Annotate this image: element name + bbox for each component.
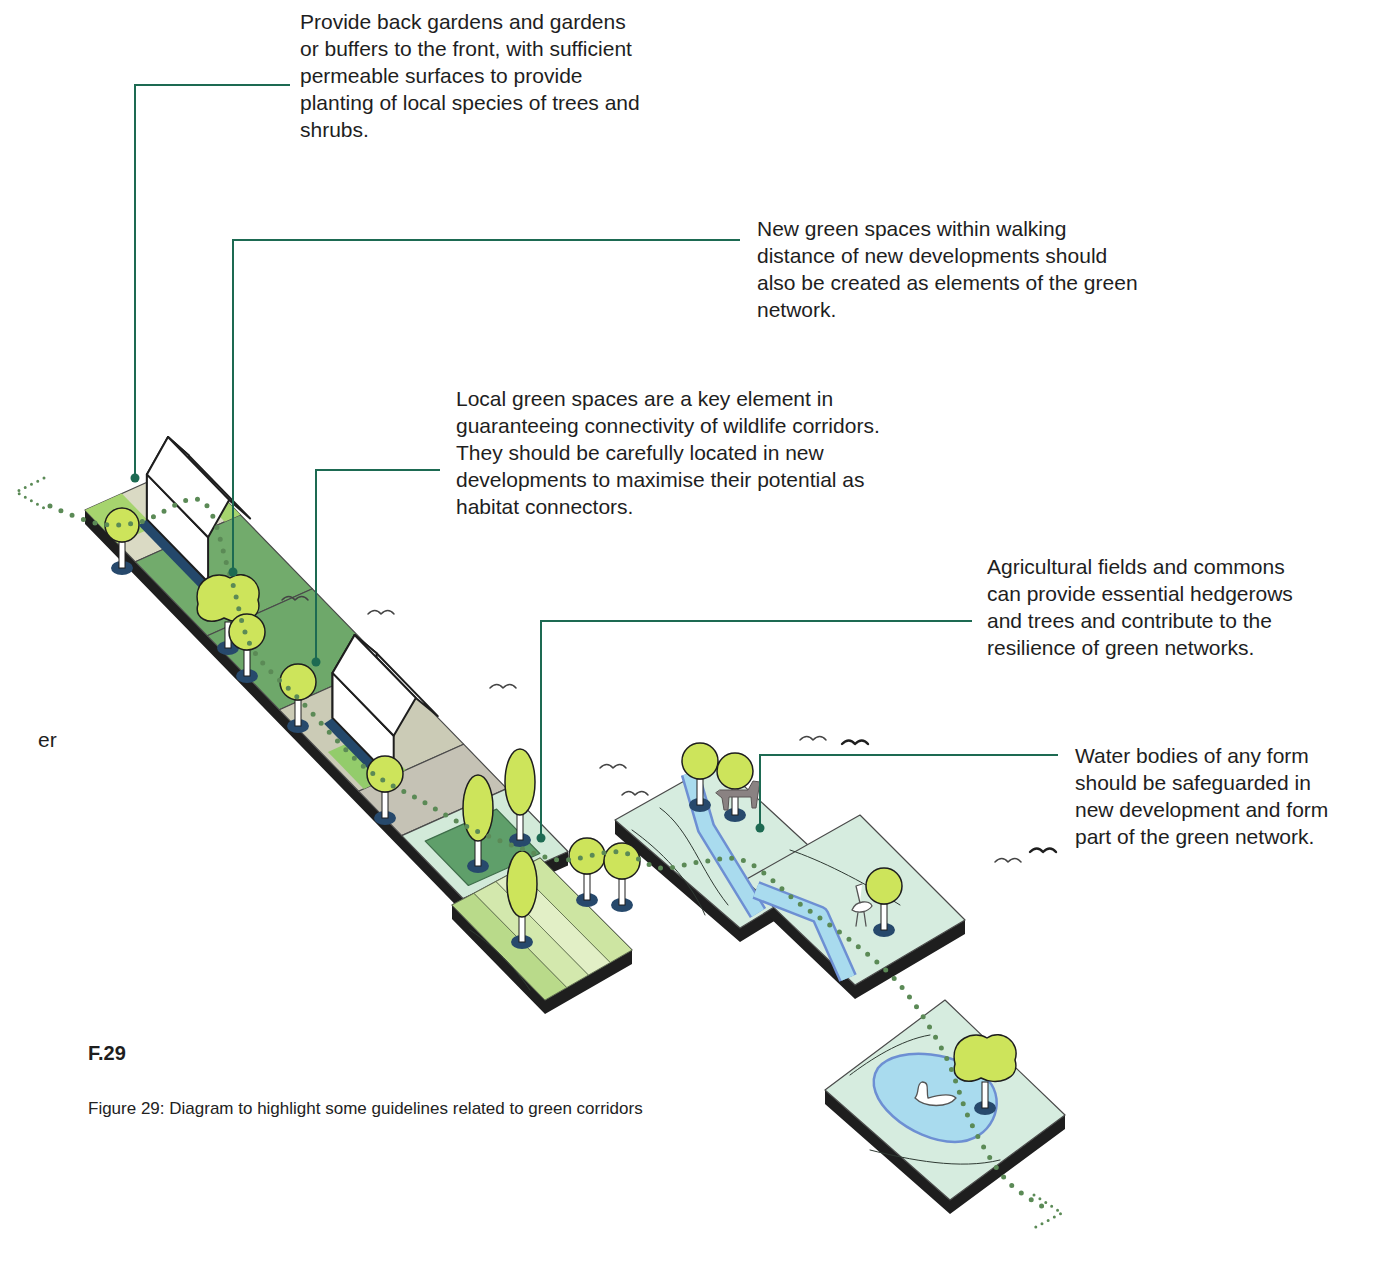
tree-trunk: [517, 814, 523, 840]
tree-canopy: [507, 851, 537, 917]
tree-canopy: [866, 868, 902, 904]
ground-layer: [85, 463, 1065, 1200]
meadow-tile: [825, 1000, 1065, 1200]
tree-trunk: [619, 879, 625, 905]
tree-trunk: [982, 1082, 988, 1108]
tree-trunk: [119, 542, 125, 568]
leader-dot: [229, 568, 238, 577]
bird-mark: [490, 685, 516, 689]
leader-line: [760, 755, 1058, 828]
leader-layer: [131, 85, 1059, 843]
callout-text: Water bodies of any form should be safeg…: [1075, 742, 1355, 850]
callout-text: Provide back gardens and gardens or buff…: [300, 8, 650, 143]
heron-figure: [852, 884, 872, 926]
leader-dot: [537, 834, 546, 843]
house-roof: [147, 437, 229, 537]
garden-patch: [85, 494, 154, 544]
tree-canopy: [505, 749, 535, 815]
bird-mark: [282, 597, 308, 601]
contour-line: [632, 830, 705, 915]
bird-mark: [600, 765, 626, 769]
bird-mark: [800, 737, 826, 741]
corridor-arrow: [1034, 1195, 1062, 1228]
tree-trunk: [475, 840, 481, 866]
tree-canopy: [682, 743, 718, 779]
bird-mark: [368, 611, 394, 615]
object-layer: [16, 437, 1062, 1228]
tile-shadow: [85, 510, 568, 913]
meadow-tile: [745, 815, 965, 985]
figure-number: F.29: [88, 1040, 126, 1067]
fragment-text: er: [38, 726, 57, 753]
tree-trunk: [244, 650, 250, 676]
tree-trunk: [295, 700, 301, 726]
tree-trunk: [519, 916, 525, 942]
corridor-path: [50, 499, 1045, 1208]
shadow-layer: [85, 510, 1065, 1214]
corridor-arrow: [16, 478, 44, 508]
leader-dot: [312, 658, 321, 667]
bird-mark: [842, 741, 868, 745]
tree-canopy: [604, 843, 640, 879]
bush-canopy: [954, 1035, 1016, 1082]
bird-mark: [622, 792, 648, 796]
tree-canopy: [717, 753, 753, 789]
field-tile: [452, 858, 632, 1000]
swan-figure: [915, 1082, 956, 1106]
callout-text: Agricultural fields and commons can prov…: [987, 553, 1305, 661]
callout-text: Local green spaces are a key element in …: [456, 385, 891, 520]
figure-caption: Figure 29: Diagram to highlight some gui…: [88, 1098, 643, 1119]
callout-text: New green spaces within walking distance…: [757, 215, 1142, 323]
tree-trunk: [382, 792, 388, 818]
leader-line: [316, 470, 440, 662]
house-roof: [333, 635, 416, 736]
leader-dot: [756, 824, 765, 833]
tree-trunk: [697, 779, 703, 805]
bird-mark: [995, 859, 1021, 863]
tree-canopy: [105, 508, 139, 542]
leader-line: [541, 621, 972, 838]
bird-mark: [1030, 849, 1056, 853]
leader-dot: [131, 474, 140, 483]
contour-line: [870, 1150, 1000, 1164]
tree-trunk: [881, 904, 887, 930]
tree-canopy: [569, 838, 605, 874]
leader-line: [135, 85, 290, 478]
dog-figure: [716, 781, 760, 810]
tree-trunk: [584, 874, 590, 900]
